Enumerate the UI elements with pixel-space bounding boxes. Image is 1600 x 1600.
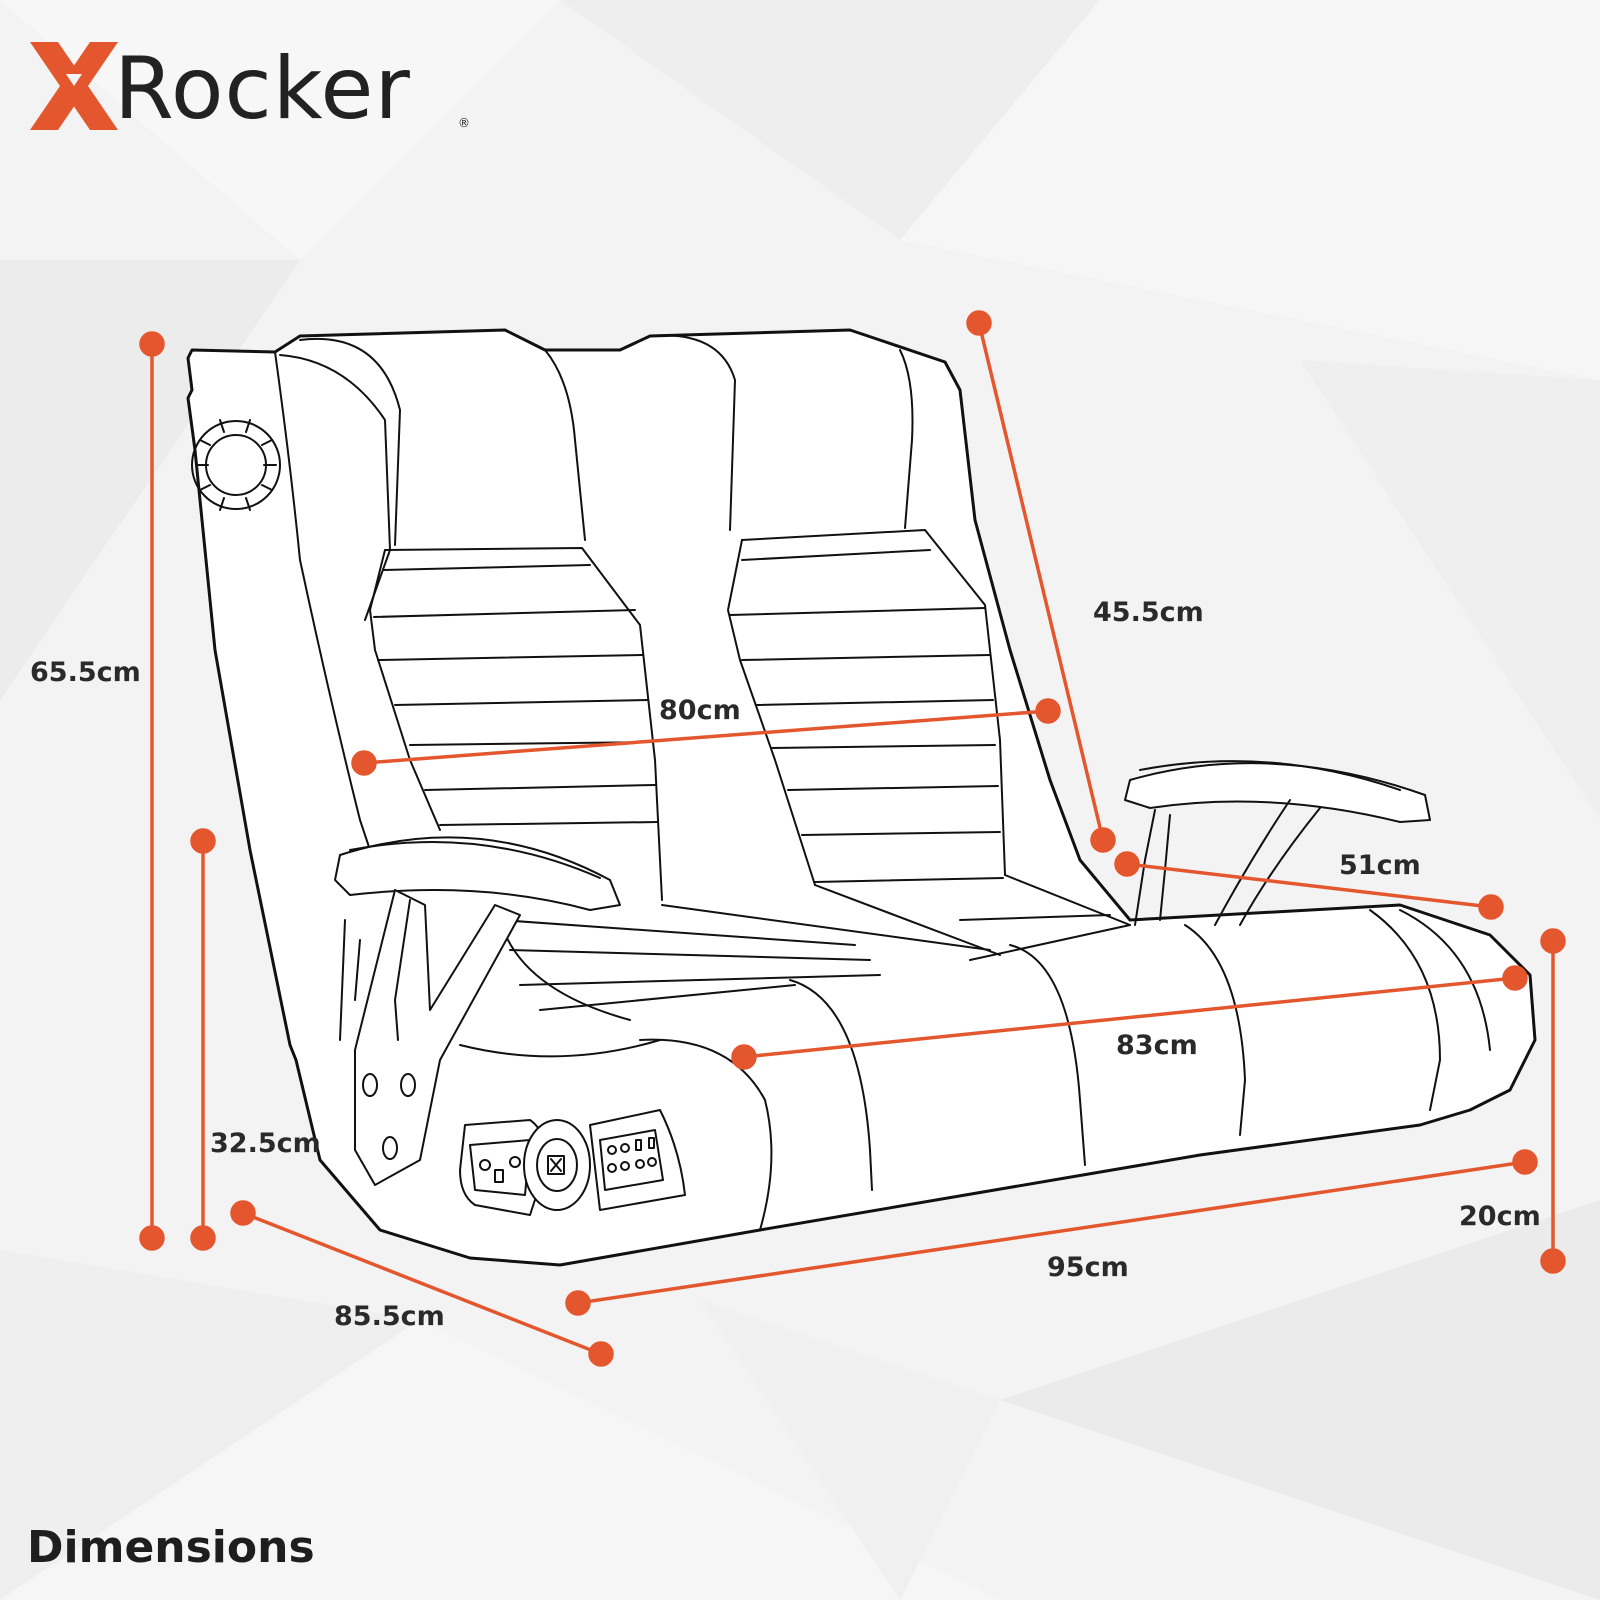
dim-line-armrest-length — [1114, 851, 1504, 920]
label-side-height: 32.5cm — [210, 1128, 321, 1159]
label-armrest-length: 51cm — [1339, 850, 1421, 881]
page-title: Dimensions — [27, 1522, 315, 1573]
label-overall-depth: 85.5cm — [334, 1301, 445, 1332]
dim-line-backrest-width — [351, 698, 1061, 776]
registered-mark: ® — [458, 116, 470, 130]
dim-line-base-height — [1540, 928, 1566, 1274]
label-backrest-height: 45.5cm — [1093, 597, 1204, 628]
label-overall-height: 65.5cm — [30, 657, 141, 688]
chair-outline — [186, 328, 1537, 1267]
label-overall-width: 95cm — [1047, 1252, 1129, 1283]
dim-line-overall-depth — [230, 1200, 614, 1367]
dim-line-backrest-height — [966, 310, 1116, 853]
dim-line-overall-height — [139, 331, 165, 1251]
label-base-height: 20cm — [1459, 1201, 1541, 1232]
dim-line-seat-width — [731, 965, 1528, 1070]
logo-wordmark: Rocker — [114, 39, 411, 139]
xrocker-logo: Rocker ® — [28, 38, 488, 138]
dim-line-overall-width — [565, 1149, 1538, 1316]
dim-line-side-height — [190, 828, 216, 1251]
dimension-lines — [139, 310, 1566, 1367]
label-backrest-width: 80cm — [659, 695, 741, 726]
label-seat-width: 83cm — [1116, 1030, 1198, 1061]
x-logo-mark — [30, 42, 118, 130]
